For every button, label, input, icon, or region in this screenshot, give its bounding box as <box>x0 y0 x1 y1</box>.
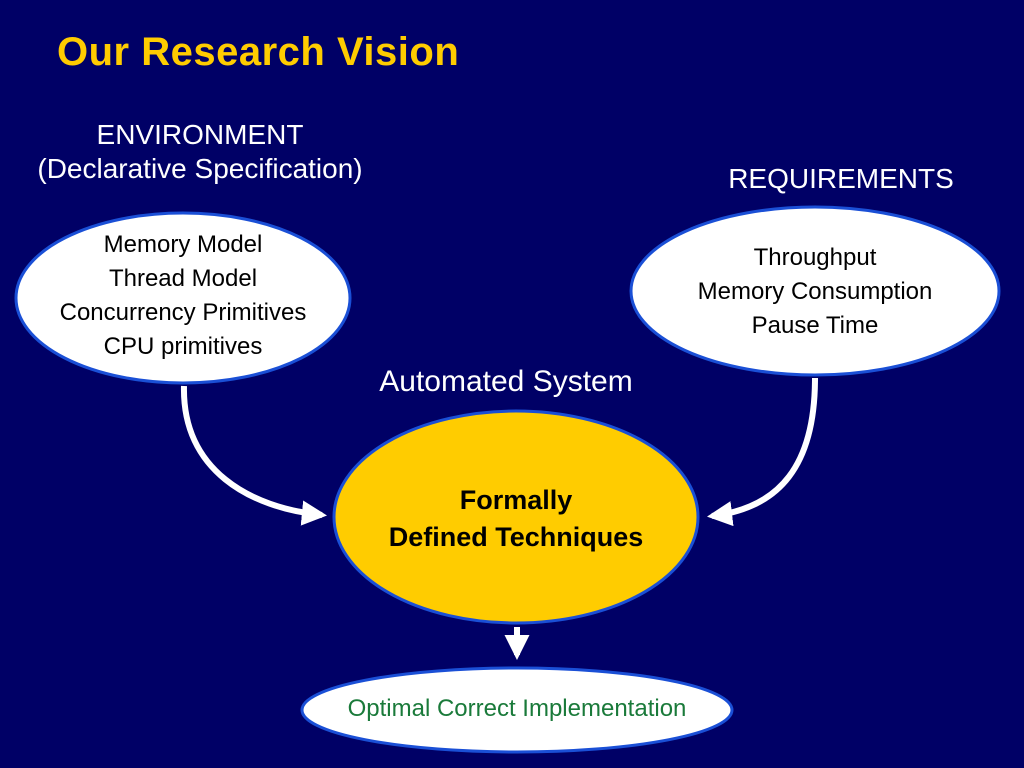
requirements-list: Throughput Memory Consumption Pause Time <box>655 241 975 343</box>
environment-item-cpu-primitives: CPU primitives <box>103 333 263 360</box>
slide-title: Our Research Vision <box>57 30 460 74</box>
central-ellipse <box>332 409 700 625</box>
system-heading: Automated System <box>379 365 633 398</box>
requirements-heading: REQUIREMENTS <box>728 163 954 194</box>
environment-ellipse <box>14 211 352 385</box>
environment-item-thread-model: Thread Model <box>108 265 258 292</box>
output-label: Optimal Correct Implementation <box>347 695 687 722</box>
environment-item-memory-model: Memory Model <box>103 231 263 258</box>
environment-list: Memory Model Thread Model Concurrency Pr… <box>23 228 343 364</box>
arrow-requirements-to-system <box>706 377 818 527</box>
central-text-line1: Formally <box>459 485 573 515</box>
requirements-item-pause-time: Pause Time <box>751 312 879 339</box>
environment-heading-line2: (Declarative Specification) <box>37 153 363 185</box>
arrow-environment-to-system <box>180 385 328 526</box>
environment-heading-line1: ENVIRONMENT <box>96 119 304 150</box>
central-text: Formally Defined Techniques <box>336 482 696 556</box>
requirements-item-throughput: Throughput <box>753 244 877 271</box>
output-ellipse <box>300 666 734 754</box>
requirements-item-memory-consumption: Memory Consumption <box>697 278 933 305</box>
environment-heading: ENVIRONMENT (Declarative Specification) <box>0 118 400 186</box>
environment-item-concurrency-primitives: Concurrency Primitives <box>59 299 307 326</box>
central-text-line2: Defined Techniques <box>388 522 644 552</box>
requirements-ellipse <box>629 205 1001 377</box>
